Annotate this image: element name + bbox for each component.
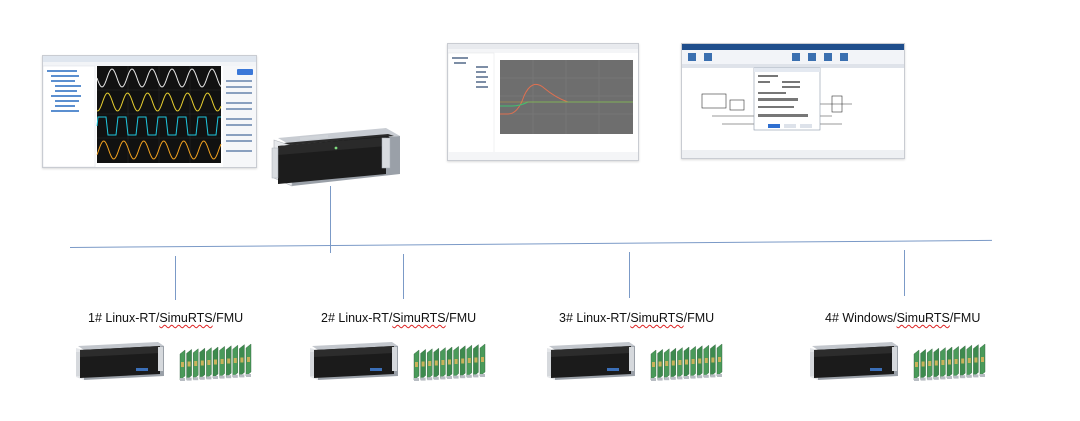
node-2-io-cards-icon xyxy=(413,343,486,381)
node-1-drop-line xyxy=(175,256,176,300)
node-4-drop-line xyxy=(904,250,905,296)
oscilloscope-screenshot-image xyxy=(43,56,256,167)
node-3-server-icon xyxy=(547,342,635,380)
model-screenshot-image xyxy=(682,44,904,158)
node-4-label: 4# Windows/SimuRTS/FMU xyxy=(825,311,981,325)
node-2-server-icon xyxy=(310,342,398,380)
plot-software-screenshot xyxy=(447,43,639,161)
node-1-server-icon xyxy=(76,342,164,380)
node-1-io-cards-icon xyxy=(179,343,252,381)
node-3-drop-line xyxy=(629,252,630,298)
node-2-drop-line xyxy=(403,254,404,299)
node-3-label: 3# Linux-RT/SimuRTS/FMU xyxy=(559,311,715,325)
node-3-io-cards-icon xyxy=(650,343,723,381)
host-uplink-line xyxy=(330,186,331,253)
oscilloscope-software-screenshot xyxy=(42,55,257,168)
network-bus-line xyxy=(69,239,992,248)
host-rack-server-icon xyxy=(271,128,400,187)
node-4-server-icon xyxy=(810,342,898,380)
plot-screenshot-image xyxy=(448,44,638,160)
simulink-software-screenshot xyxy=(681,43,905,159)
node-1-label: 1# Linux-RT/SimuRTS/FMU xyxy=(88,311,244,325)
node-2-label: 2# Linux-RT/SimuRTS/FMU xyxy=(321,311,477,325)
node-4-io-cards-icon xyxy=(913,343,986,381)
